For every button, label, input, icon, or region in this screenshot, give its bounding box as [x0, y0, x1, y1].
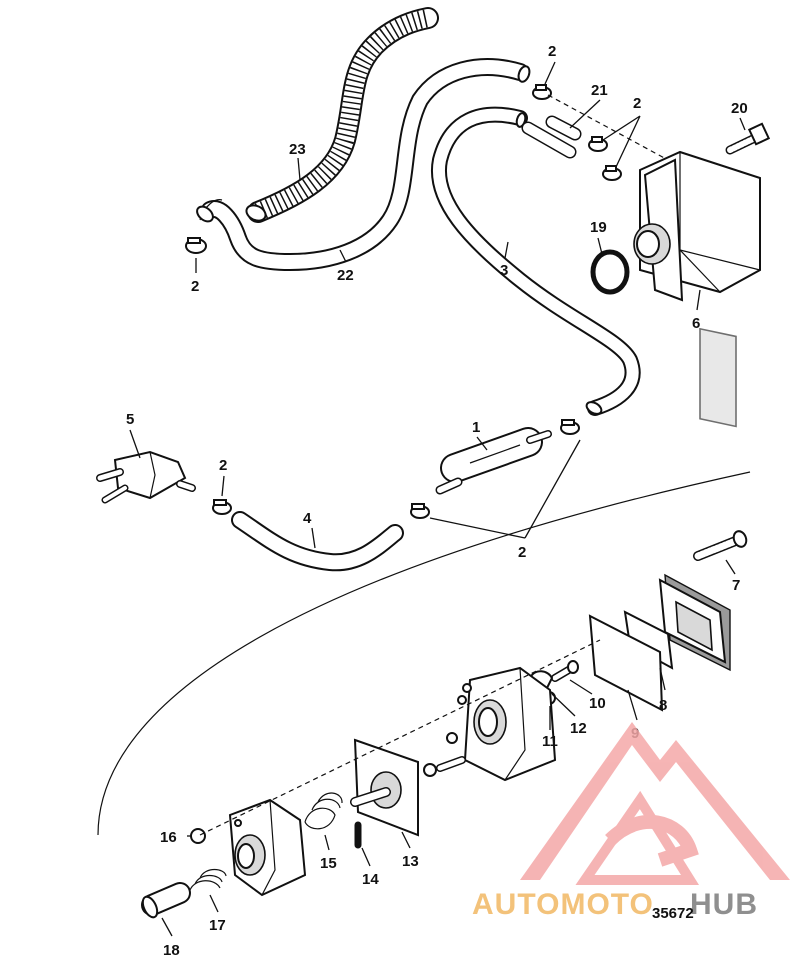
clamp-upper-2 — [588, 136, 608, 152]
diagram-id: 35672 — [652, 905, 694, 922]
callout-3: 3 — [500, 262, 508, 279]
callout-19: 19 — [590, 219, 607, 236]
callout-6: 6 — [692, 315, 700, 332]
o-ring-19 — [590, 249, 630, 295]
callout-5: 5 — [126, 411, 134, 428]
callout-2-b: 2 — [633, 95, 641, 112]
watermark-brand-part1: AUTOMOTO — [472, 888, 654, 921]
section-divider — [97, 471, 751, 836]
callout-10: 10 — [589, 695, 606, 712]
callout-18: 18 — [163, 942, 180, 959]
callout-1: 1 — [472, 419, 480, 436]
inline-filter-1 — [435, 427, 552, 495]
callout-labels: 2 2 21 20 23 2 22 3 19 6 5 1 2 4 2 7 10 … — [126, 43, 748, 959]
hose-22 — [196, 58, 531, 272]
callout-15: 15 — [320, 855, 337, 872]
callout-14: 14 — [362, 871, 379, 888]
alignment-line-lower — [199, 639, 601, 836]
pump-body — [423, 666, 557, 782]
watermark-logo — [520, 722, 790, 885]
clamp-left — [185, 237, 207, 254]
watermark-brand-part2: HUB — [690, 888, 758, 921]
callout-2-e: 2 — [518, 544, 526, 561]
clamp-filter-left — [410, 503, 430, 519]
watermark-text: AUTOMOTO HUB — [472, 888, 758, 921]
fitting-5 — [96, 450, 196, 504]
pump-housing — [228, 798, 307, 897]
callout-20: 20 — [731, 100, 748, 117]
bolt-20 — [725, 122, 771, 155]
diaphragm-13 — [350, 738, 419, 837]
clamp-upper-3 — [602, 165, 622, 181]
hose-3 — [430, 106, 641, 416]
spring-17 — [189, 868, 227, 891]
callout-22: 22 — [337, 267, 354, 284]
callout-2-c: 2 — [191, 278, 199, 295]
nut-16 — [190, 828, 206, 844]
fuel-filter-6 — [633, 150, 761, 428]
callout-13: 13 — [402, 853, 419, 870]
hose-4 — [231, 511, 404, 572]
callout-12: 12 — [570, 720, 587, 737]
plunger-18 — [141, 882, 191, 919]
screw-10 — [551, 660, 579, 682]
callout-11: 11 — [542, 733, 558, 750]
callout-23: 23 — [289, 141, 306, 158]
callout-2-a: 2 — [548, 43, 556, 60]
connector-21 — [521, 115, 582, 159]
callout-8: 8 — [659, 697, 667, 714]
alignment-line-upper — [547, 94, 669, 161]
callout-4: 4 — [303, 510, 312, 527]
spring-15 — [304, 792, 343, 830]
callout-16: 16 — [160, 829, 177, 846]
bolt-7 — [693, 530, 748, 561]
callout-2-d: 2 — [219, 457, 227, 474]
clamp-filter-right — [560, 419, 580, 435]
hose-23-corrugated — [245, 7, 439, 223]
leader-lines — [129, 61, 746, 937]
clamp-hose-4 — [212, 499, 232, 515]
callout-7: 7 — [732, 577, 740, 594]
clamp-upper-1 — [532, 84, 552, 100]
callout-21: 21 — [591, 82, 608, 99]
gasket-9 — [588, 614, 664, 712]
callout-17: 17 — [209, 917, 226, 934]
